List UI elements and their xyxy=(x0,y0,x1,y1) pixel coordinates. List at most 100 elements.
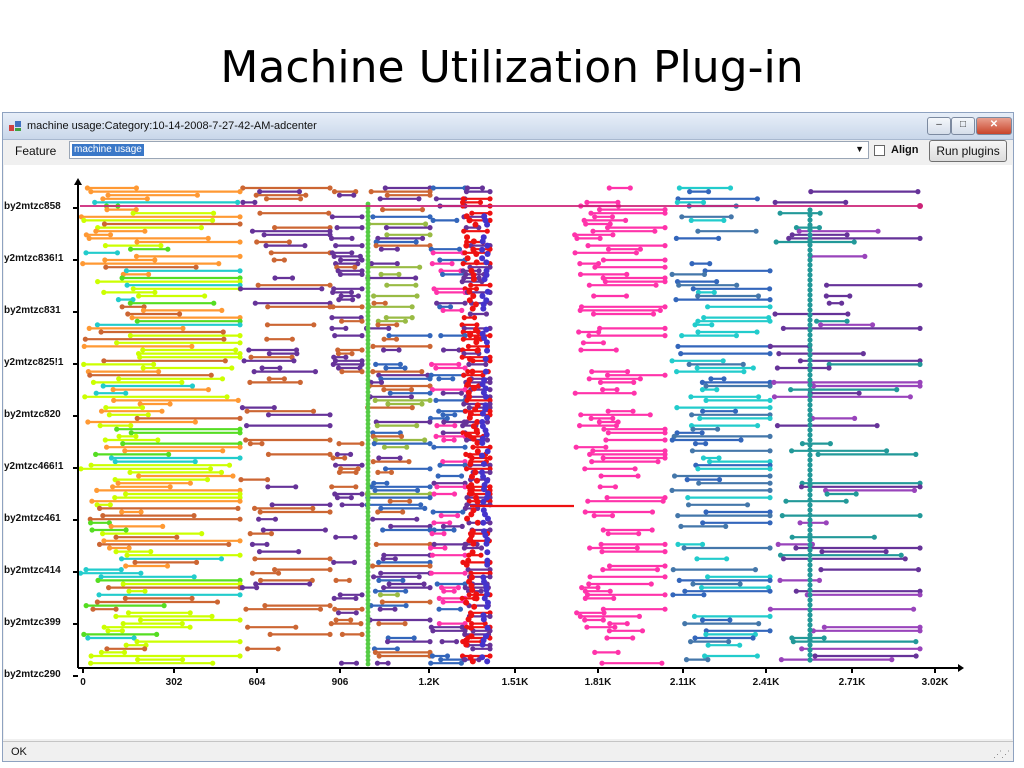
usage-point xyxy=(264,477,271,483)
run-plugins-button[interactable]: Run plugins xyxy=(929,140,1007,162)
window-titlebar[interactable]: machine usage:Category:10-14-2008-7-27-4… xyxy=(3,113,1013,140)
usage-point xyxy=(381,347,387,353)
usage-point xyxy=(689,448,696,454)
usage-point xyxy=(237,592,243,598)
minimize-button[interactable]: – xyxy=(927,117,951,135)
usage-point xyxy=(598,541,604,547)
usage-point xyxy=(477,199,484,205)
usage-point xyxy=(585,498,591,504)
usage-point xyxy=(365,509,371,515)
usage-point xyxy=(359,358,365,364)
usage-point xyxy=(365,417,371,423)
usage-point xyxy=(237,268,243,274)
usage-point xyxy=(219,307,225,313)
usage-point xyxy=(699,387,706,393)
usage-point xyxy=(333,617,339,623)
usage-point xyxy=(463,466,470,472)
usage-point xyxy=(807,217,813,223)
usage-point xyxy=(139,405,146,411)
align-checkbox[interactable] xyxy=(874,145,885,156)
usage-point xyxy=(133,433,139,439)
usage-point xyxy=(427,495,433,501)
usage-point xyxy=(365,653,371,659)
usage-point xyxy=(851,239,857,245)
usage-point xyxy=(481,595,488,602)
usage-point xyxy=(695,329,701,335)
usage-point xyxy=(105,192,111,198)
usage-point xyxy=(365,517,371,523)
usage-point xyxy=(101,624,107,630)
usage-point xyxy=(754,423,761,429)
usage-point xyxy=(365,381,371,387)
usage-point xyxy=(359,243,365,249)
close-button[interactable]: ✕ xyxy=(976,117,1012,135)
usage-point xyxy=(480,498,487,505)
usage-point xyxy=(816,577,823,583)
usage-point xyxy=(106,585,112,591)
usage-point xyxy=(155,369,162,375)
usage-point xyxy=(454,513,461,519)
usage-point xyxy=(714,387,720,393)
usage-point xyxy=(427,376,433,382)
usage-point xyxy=(327,567,333,573)
usage-point xyxy=(352,264,358,270)
usage-point xyxy=(479,654,486,661)
usage-point xyxy=(144,196,150,202)
usage-point xyxy=(472,406,479,413)
usage-point xyxy=(470,238,477,245)
y-axis-arrow-icon xyxy=(74,178,82,185)
usage-point xyxy=(272,516,279,522)
usage-point xyxy=(359,257,365,263)
usage-point xyxy=(585,243,591,249)
usage-point xyxy=(917,282,923,288)
usage-point xyxy=(807,602,813,608)
usage-point xyxy=(376,653,382,659)
usage-point xyxy=(115,297,122,303)
usage-point xyxy=(245,624,251,630)
usage-point xyxy=(85,635,91,641)
maximize-button[interactable]: □ xyxy=(951,117,975,135)
usage-point xyxy=(365,333,371,339)
usage-point xyxy=(771,394,778,400)
usage-point xyxy=(81,343,87,349)
usage-point xyxy=(484,221,491,228)
chart-canvas xyxy=(4,165,1012,739)
usage-point xyxy=(437,257,443,263)
usage-point xyxy=(682,621,688,627)
usage-point xyxy=(447,304,454,310)
x-axis-arrow-icon xyxy=(958,664,964,672)
usage-point xyxy=(166,451,172,457)
usage-point xyxy=(649,527,655,533)
usage-point xyxy=(297,379,303,385)
resize-grip-icon[interactable]: ⋰⋰ xyxy=(993,749,1010,759)
usage-point xyxy=(484,603,491,610)
usage-point xyxy=(473,286,480,292)
usage-point xyxy=(365,565,371,571)
usage-point xyxy=(125,610,132,616)
usage-point xyxy=(254,585,260,591)
machine-usage-chart[interactable] xyxy=(4,165,1012,739)
usage-point xyxy=(416,196,422,202)
usage-point xyxy=(392,556,398,562)
usage-point xyxy=(378,570,384,576)
usage-point xyxy=(252,556,258,562)
status-text: OK xyxy=(11,746,27,758)
usage-point xyxy=(767,588,773,594)
usage-point xyxy=(662,325,668,331)
dropdown-arrow-icon[interactable]: ▼ xyxy=(855,144,864,154)
usage-point xyxy=(675,343,681,349)
usage-point xyxy=(451,437,457,443)
usage-point xyxy=(378,505,384,511)
usage-point xyxy=(807,317,813,323)
feature-dropdown[interactable]: machine usage ▼ xyxy=(69,141,869,159)
usage-point xyxy=(95,577,101,583)
usage-point xyxy=(330,361,336,367)
usage-point xyxy=(365,637,371,643)
usage-point xyxy=(365,569,371,575)
usage-point xyxy=(662,455,668,461)
usage-point xyxy=(590,228,596,234)
usage-point xyxy=(456,361,462,367)
usage-point xyxy=(334,225,340,231)
usage-point xyxy=(444,653,451,659)
usage-point xyxy=(119,628,125,634)
